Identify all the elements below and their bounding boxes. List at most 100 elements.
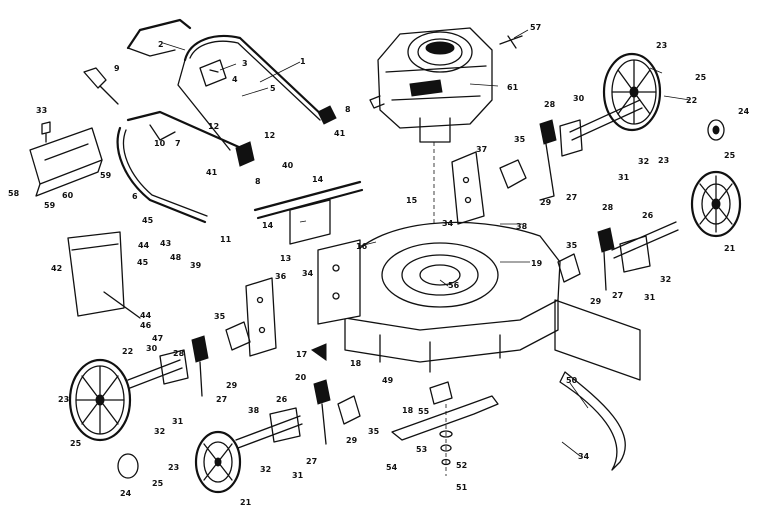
callout-20: 20: [295, 373, 307, 382]
engine-part-61: [369, 27, 493, 143]
callout-29: 29: [226, 381, 238, 390]
callout-26: 26: [276, 395, 288, 404]
shield-part-58: [29, 127, 103, 197]
callout-21: 21: [240, 498, 252, 507]
callout-3: 3: [242, 59, 248, 68]
callout-25: 25: [695, 73, 707, 82]
callout-37: 37: [476, 145, 487, 154]
adjuster-lever-part-28d: [313, 379, 331, 445]
callout-30: 30: [146, 344, 158, 353]
mounting-bracket-part-13: [289, 199, 331, 245]
callout-12: 12: [208, 122, 219, 131]
callout-53: 53: [416, 445, 427, 454]
callout-41: 41: [206, 168, 218, 177]
handle-upper-part-1: [177, 34, 327, 151]
callout-28: 28: [173, 349, 185, 358]
left-rear-axle-part-30b: [127, 349, 189, 389]
callout-47: 47: [152, 334, 163, 343]
callout-34: 34: [442, 219, 454, 228]
deck-rear-flange: [554, 299, 641, 381]
callout-44: 44: [138, 241, 150, 250]
blade-adapter-part-55: [429, 381, 453, 405]
callout-4: 4: [232, 75, 238, 84]
callout-23: 23: [656, 41, 667, 50]
callout-2: 2: [158, 40, 164, 49]
callout-35: 35: [514, 135, 526, 144]
callout-24: 24: [738, 107, 750, 116]
callout-31: 31: [644, 293, 656, 302]
callout-26: 26: [642, 211, 654, 220]
knob-part-9: [83, 67, 119, 105]
deck-front-flange: [317, 239, 361, 325]
callout-16: 16: [356, 242, 368, 251]
callout-5: 5: [270, 84, 276, 93]
front-wheel-left-part-21: [194, 430, 242, 494]
callout-60: 60: [62, 191, 74, 200]
callout-25: 25: [152, 479, 164, 488]
callout-35: 35: [368, 427, 380, 436]
callout-10: 10: [154, 139, 166, 148]
control-bracket-part-3: [199, 59, 227, 87]
callout-49: 49: [382, 376, 394, 385]
callout-6: 6: [132, 192, 138, 201]
adjuster-lever-part-28b: [597, 227, 615, 291]
callout-8: 8: [345, 105, 351, 114]
hubcap-part-24a: [707, 119, 725, 141]
handle-bracket-part-8b: [235, 141, 255, 167]
callout-labels: 2 1 3 4 5 9 33 8 12 12 41 10 7 59 58 59 …: [8, 23, 750, 507]
cable-grip-part-8: [317, 105, 337, 125]
callout-45: 45: [142, 216, 154, 225]
callout-51: 51: [456, 483, 468, 492]
callout-52: 52: [456, 461, 467, 470]
callout-22: 22: [122, 347, 133, 356]
callout-61: 61: [507, 83, 519, 92]
callout-56: 56: [448, 281, 460, 290]
adjuster-plate-part-35a: [499, 159, 527, 189]
callout-23: 23: [168, 463, 179, 472]
adjuster-lever-part-28c: [191, 335, 209, 397]
handle-grip-part-2: [126, 18, 192, 57]
callout-45: 45: [137, 258, 149, 267]
callout-27: 27: [306, 457, 317, 466]
callout-29: 29: [540, 198, 552, 207]
callout-32: 32: [660, 275, 671, 284]
callout-25: 25: [724, 151, 736, 160]
callout-59: 59: [100, 171, 112, 180]
callout-27: 27: [566, 193, 577, 202]
blade-bolt-stack-parts-51-53: [439, 404, 453, 476]
adjuster-lever-part-28a: [539, 119, 557, 201]
callout-31: 31: [292, 471, 304, 480]
callout-59: 59: [44, 201, 56, 210]
hinge-rod-part-40: [253, 180, 364, 220]
callout-31: 31: [172, 417, 184, 426]
callout-24: 24: [120, 489, 132, 498]
adjuster-plate-part-35c: [225, 321, 251, 351]
callout-12: 12: [264, 131, 275, 140]
callout-58: 58: [8, 189, 20, 198]
callout-38: 38: [516, 222, 528, 231]
callout-21: 21: [724, 244, 736, 253]
callout-38: 38: [248, 406, 260, 415]
callout-8: 8: [255, 177, 261, 186]
callout-25: 25: [70, 439, 82, 448]
callout-1: 1: [300, 57, 306, 66]
callout-30: 30: [573, 94, 585, 103]
callout-27: 27: [216, 395, 227, 404]
callout-32: 32: [638, 157, 649, 166]
callout-48: 48: [170, 253, 182, 262]
callout-32: 32: [154, 427, 165, 436]
callout-29: 29: [346, 436, 358, 445]
height-adjuster-right-rear-part-37: [451, 151, 485, 225]
rear-door-part-42: [67, 231, 125, 317]
callout-34: 34: [302, 269, 314, 278]
callout-46: 46: [140, 321, 152, 330]
callout-36: 36: [275, 272, 287, 281]
callout-11: 11: [220, 235, 232, 244]
callout-41: 41: [334, 129, 346, 138]
rear-wheel-left-part-22: [68, 358, 132, 442]
rear-skirt-part-50: [559, 371, 626, 471]
axle-part-30a: [559, 99, 643, 157]
front-bracket-part-36: [245, 277, 277, 357]
axle-part-26a: [611, 221, 679, 273]
